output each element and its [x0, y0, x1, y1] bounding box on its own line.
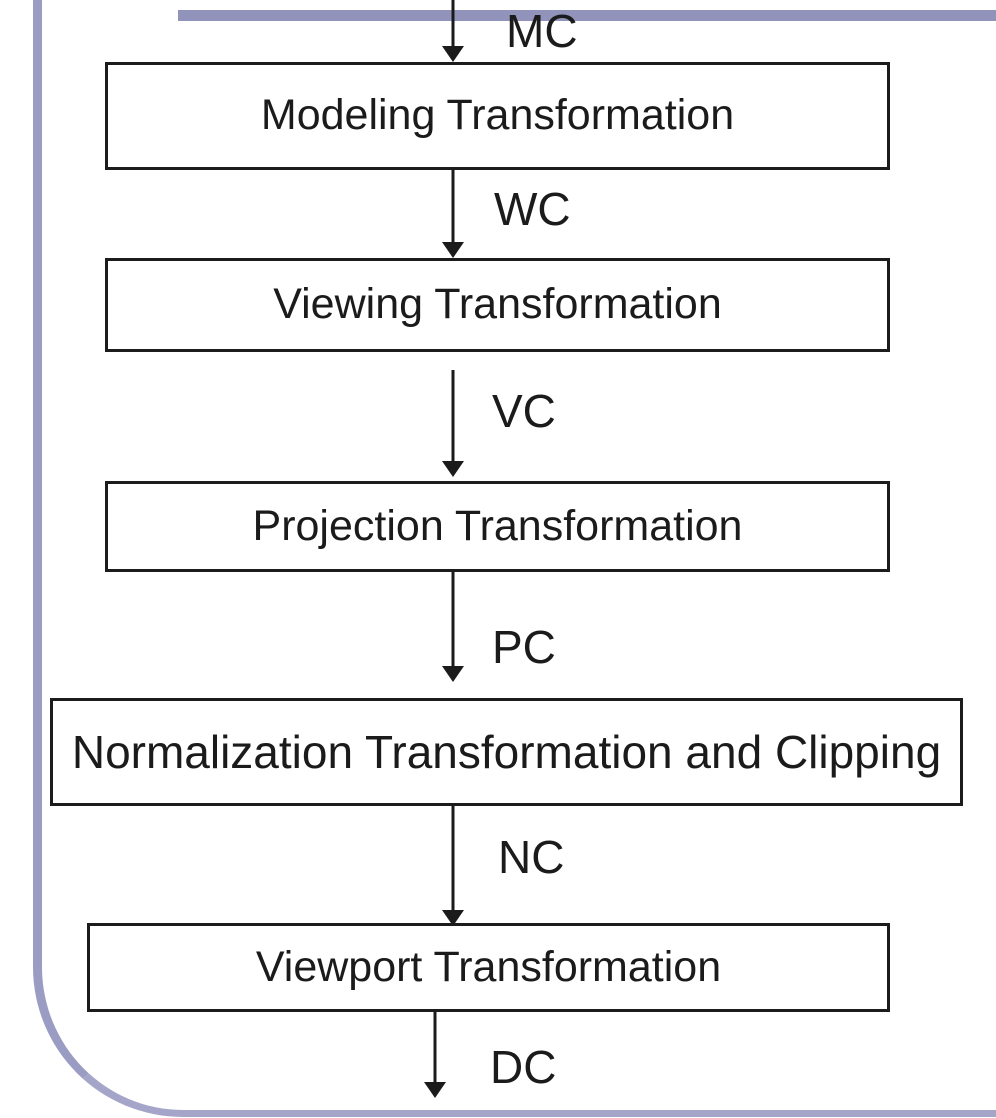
flow-arrow-nc [442, 806, 464, 926]
coord-label-dc: DC [490, 1041, 557, 1093]
arrow-down-icon [442, 461, 464, 477]
flow-arrow-dc [424, 1012, 446, 1098]
coord-label-pc: PC [492, 621, 556, 673]
arrow-shaft [451, 806, 455, 912]
arrow-down-icon [442, 666, 464, 682]
flow-box-viewing-transformation: Viewing Transformation [105, 258, 890, 352]
arrow-shaft [451, 572, 455, 668]
flow-arrow-vc [442, 370, 464, 477]
coord-label-wc: WC [494, 183, 571, 235]
coord-label-mc: MC [506, 5, 578, 57]
flow-box-label: Viewing Transformation [273, 280, 722, 329]
arrow-shaft [451, 170, 455, 244]
arrow-down-icon [424, 1082, 446, 1098]
arrow-shaft [451, 0, 455, 48]
arrow-down-icon [442, 242, 464, 258]
coord-label-nc: NC [498, 831, 565, 883]
flow-box-normalization-clipping: Normalization Transformation and Clippin… [50, 698, 963, 806]
arrow-shaft [451, 370, 455, 463]
flow-box-label: Modeling Transformation [260, 91, 735, 140]
flow-box-label: Normalization Transformation and Clippin… [71, 725, 942, 778]
slide-top-bar [178, 10, 996, 21]
flow-box-viewport-transformation: Viewport Transformation [87, 923, 890, 1012]
arrow-down-icon [442, 46, 464, 62]
flow-arrow-wc [442, 170, 464, 258]
flow-box-projection-transformation: Projection Transformation [105, 481, 890, 572]
flow-arrow-pc [442, 572, 464, 682]
flow-box-modeling-transformation: Modeling Transformation [105, 62, 890, 170]
coord-label-vc: VC [492, 385, 556, 437]
flow-box-label: Projection Transformation [252, 501, 743, 550]
flow-arrow-mc [442, 0, 464, 62]
flow-box-label: Viewport Transformation [255, 942, 722, 991]
arrow-down-icon [442, 910, 464, 926]
slide-border-frame [33, 0, 996, 1117]
arrow-shaft [433, 1012, 437, 1084]
